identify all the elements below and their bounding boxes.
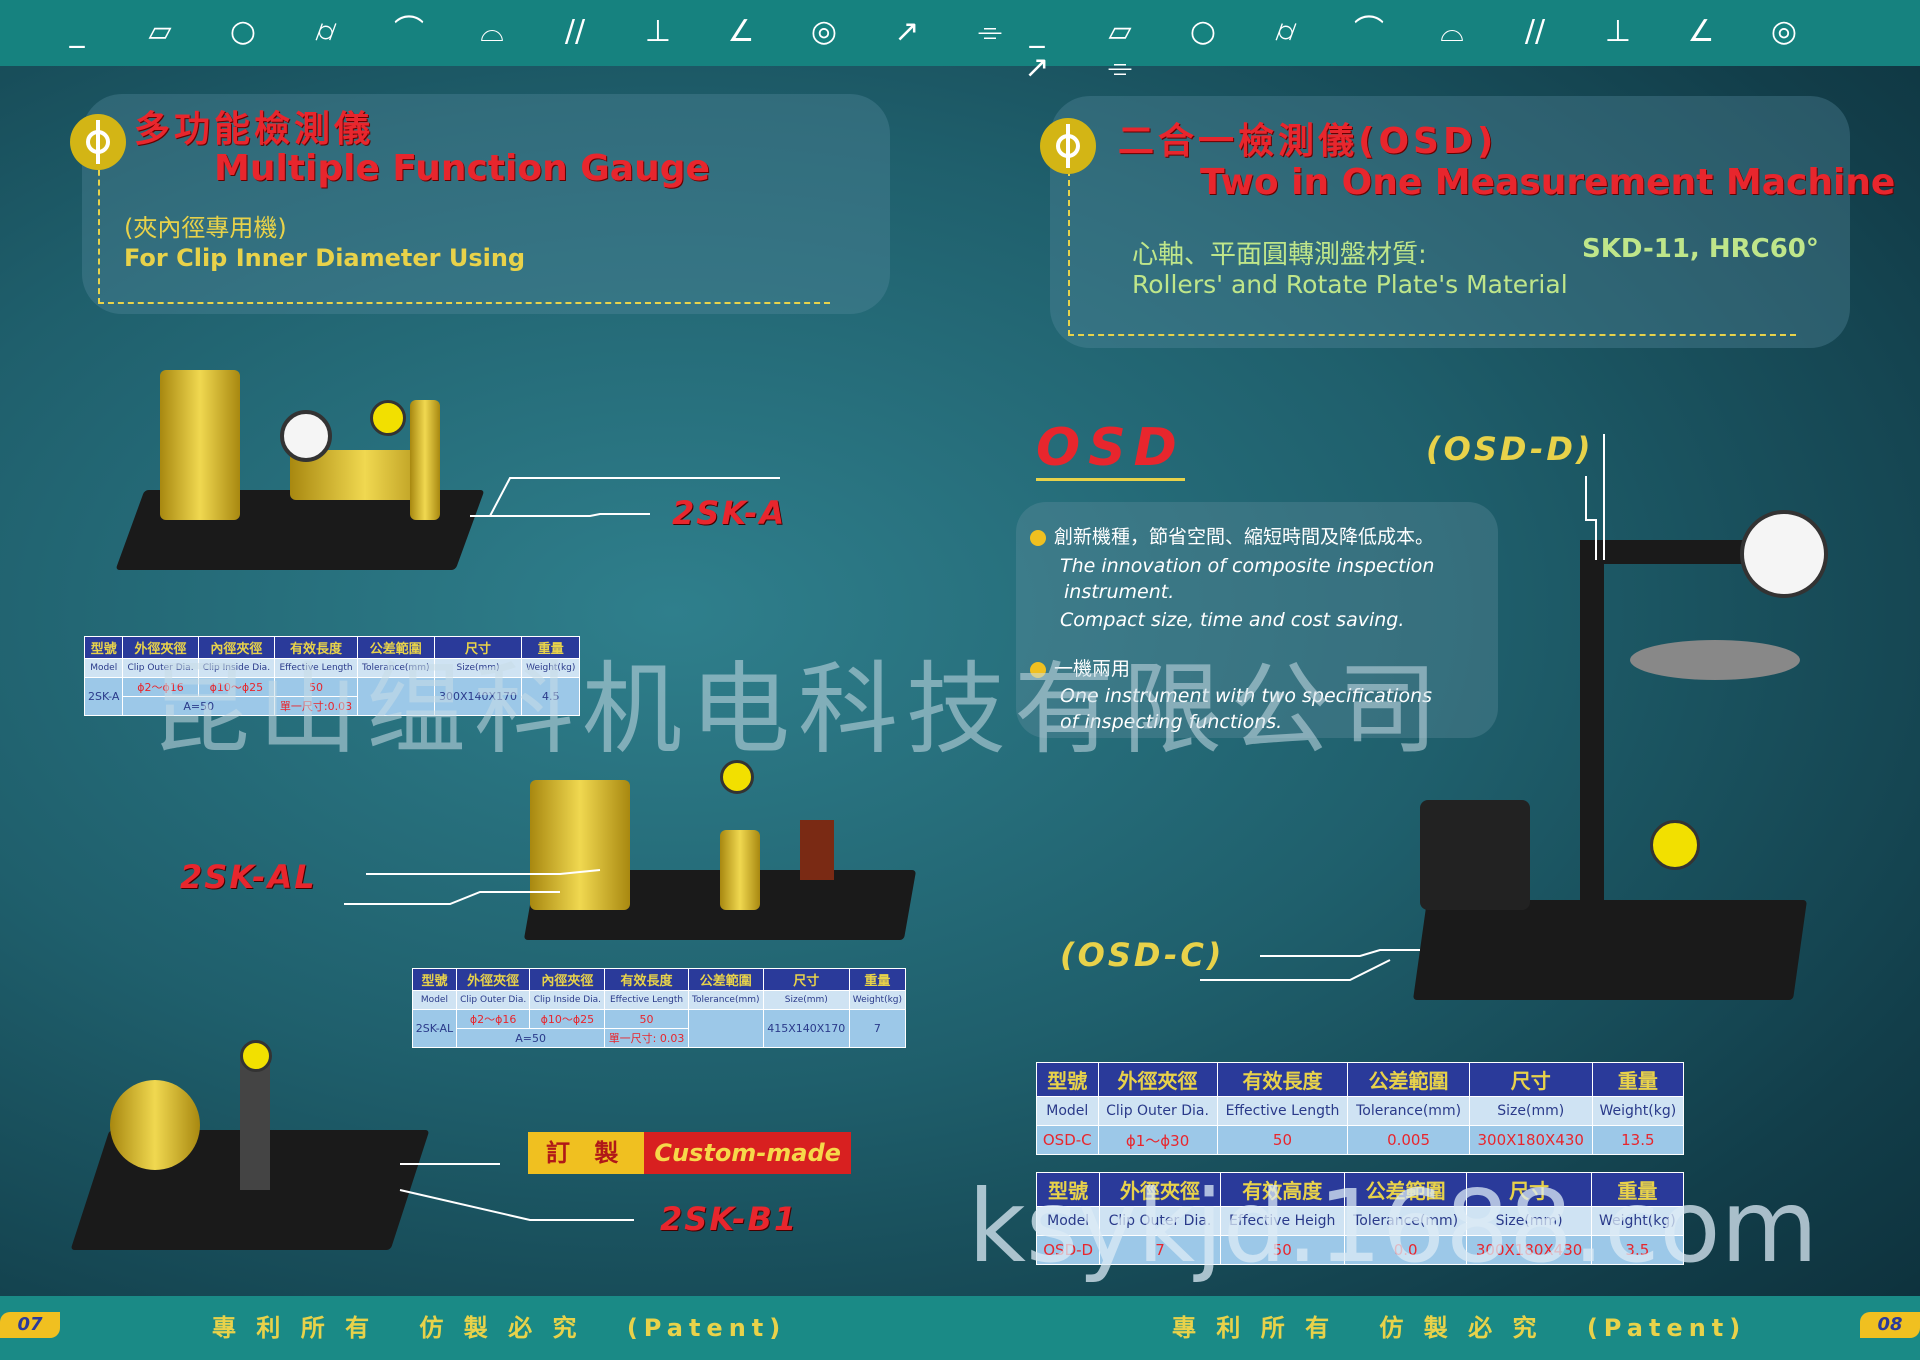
machine-2sk-b1-photo [70, 1040, 430, 1270]
material-label-en: Rollers' and Rotate Plate's Material [1132, 270, 1568, 299]
model-label-2sk-b1: 2SK-B1 [660, 1200, 799, 1238]
right-dashed-frame [1068, 170, 1796, 336]
geometric-tolerance-symbol-icon: ○ [229, 14, 257, 49]
geometric-tolerance-symbol-icon: ↗ [1024, 50, 1050, 85]
model-label-2sk-a: 2SK-A [672, 494, 787, 532]
crosshair-logo-icon [1040, 118, 1096, 174]
geometric-tolerance-symbol-icon: ∠ [1687, 14, 1715, 49]
model-label-2sk-al: 2SK-AL [180, 858, 317, 896]
geometric-tolerance-symbol-icon: ○ [1189, 14, 1217, 49]
leader-line-2sk-a-bottom [470, 513, 650, 517]
machine-2sk-al-photo [500, 760, 920, 950]
top-band [0, 0, 1920, 66]
feature-2: 一機兩用 One instrument with two specificati… [1030, 654, 1510, 733]
geometric-tolerance-symbol-icon: ⌯ [978, 14, 1002, 49]
symbols-row-left: _ ▱ ○ ⌭ ⌒ ⌓ // ⊥ ∠ ◎ ↗ ⌯ [52, 14, 1048, 58]
crosshair-logo-icon [70, 114, 126, 170]
left-subtitle-cn: (夾內徑專用機) [124, 214, 287, 242]
model-label-osd-c: (OSD-C) [1060, 936, 1225, 974]
geometric-tolerance-symbol-icon: ⊥ [644, 14, 672, 49]
geometric-tolerance-symbol-icon: ▱ [1108, 14, 1132, 49]
bullet-icon [1030, 661, 1046, 678]
material-value: SKD-11, HRC60° [1582, 234, 1819, 264]
machine-osd-photo [1360, 480, 1828, 1020]
right-header-panel [1050, 96, 1850, 348]
custom-made-cn: 訂 製 [528, 1132, 645, 1174]
leader-line-2sk-al-bottom [344, 891, 560, 905]
leader-line-osd-c-top [1260, 949, 1420, 957]
geometric-tolerance-symbol-icon: ⌒ [394, 14, 424, 49]
patent-notice-left: 專 利 所 有 仿 製 必 究 (Patent) [212, 1314, 787, 1342]
feature-1: 創新機種，節省空間、縮短時間及降低成本。 The innovation of c… [1030, 522, 1510, 631]
geometric-tolerance-symbol-icon: _ [69, 14, 85, 49]
left-title-cn: 多功能檢測儀 [134, 109, 375, 150]
geometric-tolerance-symbol-icon: ⌓ [480, 14, 504, 49]
geometric-tolerance-symbol-icon: // [564, 14, 586, 49]
model-label-osd-d: (OSD-D) [1426, 430, 1594, 468]
geometric-tolerance-symbol-icon: ⌭ [315, 14, 337, 49]
osd-heading: OSD [1036, 418, 1185, 481]
leader-line-2sk-a-top [470, 477, 780, 517]
leader-line-osd-d-2 [1585, 476, 1597, 560]
material-label-cn: 心軸、平面圓轉測盤材質: [1132, 240, 1427, 270]
geometric-tolerance-symbol-icon: ⊥ [1604, 14, 1632, 49]
leader-line-osd-c-bottom [1200, 959, 1391, 981]
geometric-tolerance-symbol-icon: _ [1029, 14, 1045, 49]
left-dashed-frame [98, 150, 830, 304]
leader-line-2sk-al-top [366, 869, 601, 875]
patent-notice-right: 專 利 所 有 仿 製 必 究 (Patent) [1172, 1314, 1747, 1342]
company-watermark: 昆山缊科机电科技有限公司 [150, 651, 1446, 768]
geometric-tolerance-symbol-icon: ⌒ [1354, 14, 1384, 49]
geometric-tolerance-symbol-icon: ⌓ [1440, 14, 1464, 49]
geometric-tolerance-symbol-icon: ∠ [727, 14, 755, 49]
features-panel [1016, 502, 1498, 738]
page-number-left: 07 [0, 1312, 60, 1338]
left-subtitle-en: For Clip Inner Diameter Using [124, 244, 526, 272]
geometric-tolerance-symbol-icon: ◎ [810, 14, 838, 49]
symbols-row-right: _ ▱ ○ ⌭ ⌒ ⌓ // ⊥ ∠ ◎ ↗ ⌯ [1012, 14, 1920, 85]
left-title-en: Multiple Function Gauge [214, 148, 710, 189]
url-watermark: ksykjd.1688.com [968, 1168, 1818, 1285]
geometric-tolerance-symbol-icon: ▱ [148, 14, 172, 49]
right-title-cn: 二合一檢測儀(OSD) [1118, 121, 1498, 162]
left-header-panel [82, 94, 890, 314]
leader-line-2sk-b1-bottom [399, 1189, 634, 1221]
geometric-tolerance-symbol-icon: ⌭ [1275, 14, 1297, 49]
custom-made-en: Custom-made [644, 1132, 851, 1174]
custom-made-badge: 訂 製 Custom-made [528, 1132, 851, 1174]
geometric-tolerance-symbol-icon: // [1524, 14, 1546, 49]
geometric-tolerance-symbol-icon: ◎ [1770, 14, 1798, 49]
geometric-tolerance-symbol-icon: ⌯ [1108, 50, 1132, 85]
geometric-tolerance-symbol-icon: ↗ [894, 14, 920, 49]
page-number-right: 08 [1860, 1312, 1920, 1338]
bottom-band [0, 1296, 1920, 1360]
bullet-icon [1030, 529, 1046, 546]
machine-2sk-a-photo [115, 340, 485, 610]
right-title-en: Two in One Measurement Machine [1200, 162, 1896, 203]
